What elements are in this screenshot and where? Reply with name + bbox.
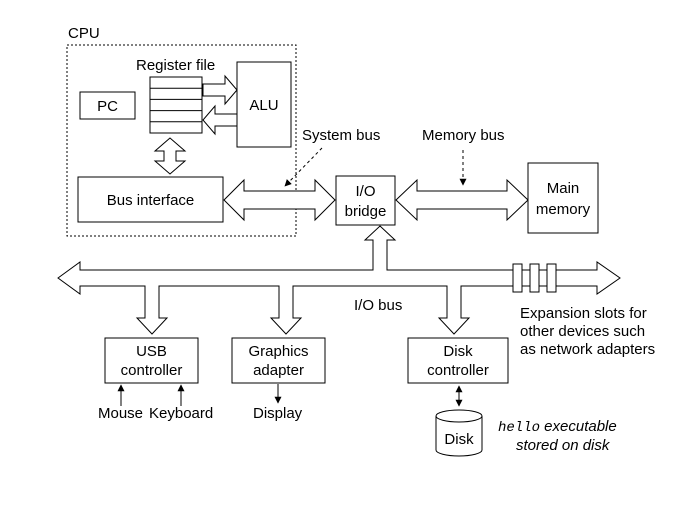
disk-controller-line2: controller [427, 362, 489, 379]
io-bus-label: I/O bus [354, 297, 402, 314]
disk-cylinder [435, 409, 483, 457]
io-bridge-line1: I/O [355, 183, 375, 200]
expansion-text-line1: Expansion slots for [520, 305, 647, 322]
main-memory-line2: memory [536, 201, 591, 218]
alu-label: ALU [249, 97, 278, 114]
pc-register [79, 91, 136, 120]
system-bus-label: System bus [302, 127, 380, 144]
usb-line2: controller [121, 362, 183, 379]
bus-interface-label: Bus interface [107, 192, 195, 209]
disk-label: Disk [444, 431, 474, 448]
graphics-line1: Graphics [248, 343, 308, 360]
alu-to-regfile-arrow [202, 104, 238, 136]
disk-controller [407, 337, 509, 384]
keyboard-label: Keyboard [149, 405, 213, 422]
main-memory [527, 162, 599, 234]
expansion-text-line2: other devices such [520, 323, 645, 340]
mouse-label: Mouse [98, 405, 143, 422]
expansion-slots [512, 263, 557, 293]
graphics-line2: adapter [253, 362, 304, 379]
register-file [149, 76, 203, 134]
memory-bus-label: Memory bus [422, 127, 505, 144]
usb-controller [104, 337, 199, 384]
io-bridge-line2: bridge [345, 203, 387, 220]
disk-caption-executable: executable [540, 418, 617, 435]
disk-caption-line2: stored on disk [516, 437, 611, 454]
memory-bus-arrow [395, 178, 529, 222]
display-label: Display [253, 405, 303, 422]
pc-label: PC [97, 98, 118, 115]
io-bridge [335, 175, 396, 226]
alu [236, 61, 292, 148]
usb-line1: USB [136, 343, 167, 360]
disk-controller-line1: Disk [443, 343, 473, 360]
cpu-label: CPU [68, 25, 100, 42]
regfile-to-alu-arrow [202, 74, 238, 106]
main-memory-line1: Main [547, 180, 580, 197]
cpu-boundary [66, 44, 297, 237]
regfile-bus-interface-arrow [153, 137, 187, 175]
system-bus-pointer [284, 147, 323, 187]
system-bus-arrow [223, 178, 336, 222]
expansion-text-line3: as network adapters [520, 341, 655, 358]
disk-caption-line1: hello executable [498, 418, 617, 436]
hello-program-name: hello [498, 420, 540, 436]
io-bus [57, 225, 621, 335]
graphics-adapter [231, 337, 326, 384]
bus-interface [77, 176, 224, 223]
register-file-label: Register file [136, 57, 215, 74]
